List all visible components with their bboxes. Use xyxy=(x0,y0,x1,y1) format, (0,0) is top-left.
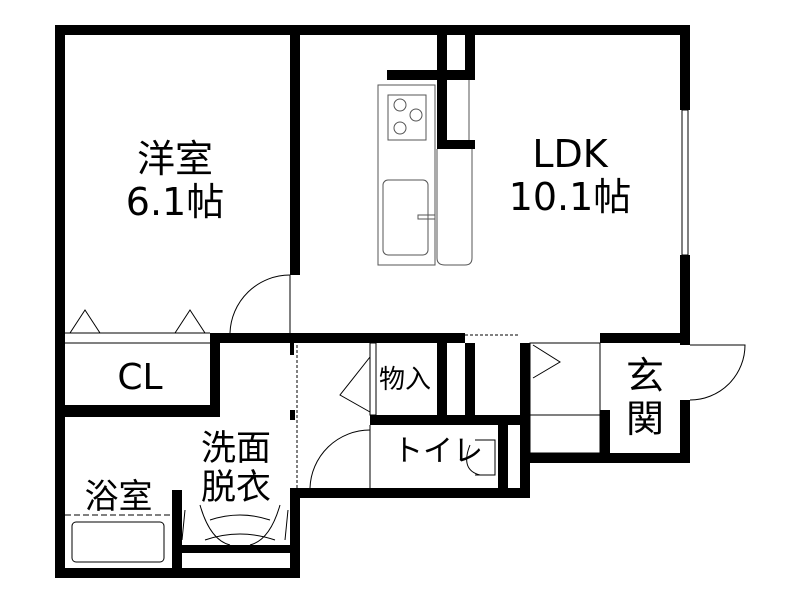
room-label-closet: CL xyxy=(117,357,163,398)
washroom-line2: 脱衣 xyxy=(200,468,271,509)
kitchen-counter xyxy=(377,84,436,266)
room-size: 6.1帖 xyxy=(125,179,225,224)
washroom-line1: 洗面 xyxy=(200,429,271,469)
room-name: LDK xyxy=(532,132,608,176)
room-label-bathroom: 浴室 xyxy=(84,477,153,517)
stove-icon xyxy=(387,94,427,141)
walls xyxy=(55,25,690,578)
room-label-washroom: 洗面脱衣 xyxy=(182,429,290,509)
refrigerator-counter xyxy=(436,149,473,266)
room-size: 10.1帖 xyxy=(508,174,632,219)
kitchen-fixtures xyxy=(377,80,473,266)
entrance-line2: 関 xyxy=(625,396,664,441)
sink-icon xyxy=(382,179,429,256)
entrance-line1: 玄 xyxy=(625,354,664,398)
room-name: 洋室 xyxy=(136,137,213,181)
room-label-toilet: トイレ xyxy=(393,434,483,469)
room-label-entrance: 玄関 xyxy=(612,355,678,440)
thin-lines xyxy=(56,109,746,563)
room-label-storage: 物入 xyxy=(378,365,431,395)
